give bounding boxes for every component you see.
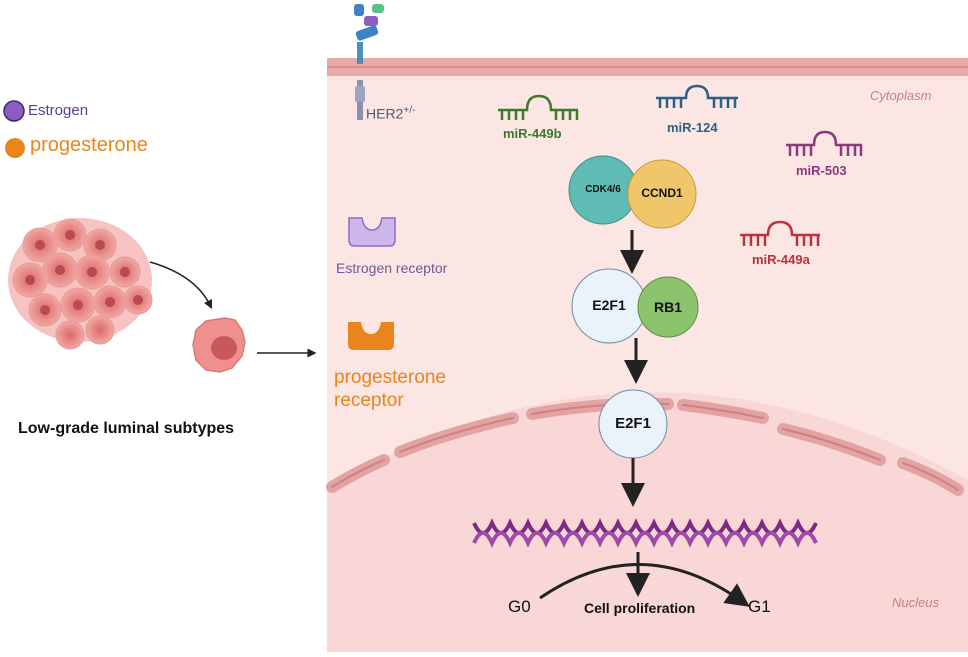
ccnd1-node — [627, 159, 697, 229]
cell-cycle-arc — [539, 563, 750, 607]
her2-name: HER2 — [366, 105, 404, 122]
dna-helix-icon — [472, 518, 818, 548]
progesterone-legend-label: progesterone — [30, 134, 148, 156]
mir-124-label: miR-124 — [667, 120, 718, 135]
mir-449a-icon — [740, 220, 820, 246]
ccnd1-label: CCND1 — [641, 186, 683, 200]
arrow-cluster-to-cell — [149, 261, 213, 310]
her2-label: HER2+/- — [366, 105, 415, 122]
e2f1-complex-label: E2F1 — [592, 297, 626, 313]
mir-503-icon — [786, 130, 863, 156]
her2-receptor-icon — [354, 4, 384, 120]
single-tumor-cell-icon — [192, 317, 246, 373]
estrogen-legend-label: Estrogen — [28, 102, 89, 119]
her2-status: +/- — [403, 105, 416, 116]
mir-503-label: miR-503 — [796, 163, 847, 178]
e2f1-free-label: E2F1 — [615, 415, 651, 432]
progesterone-legend-icon — [5, 138, 25, 158]
progesterone-receptor-icon — [348, 322, 394, 350]
g1-label: G1 — [748, 597, 771, 616]
rb1-node — [637, 276, 699, 338]
mir-449a-label: miR-449a — [752, 252, 810, 267]
cdk46-label: CDK4/6 — [585, 184, 621, 195]
mir-449b-label: miR-449b — [503, 126, 562, 141]
progesterone-receptor-label: progesterone receptor — [334, 367, 446, 411]
subtype-label: Low-grade luminal subtypes — [18, 420, 235, 437]
estrogen-receptor-label: Estrogen receptor — [336, 260, 448, 276]
g0-label: G0 — [508, 597, 531, 616]
estrogen-legend-icon — [3, 100, 25, 122]
cytoplasm-label: Cytoplasm — [870, 88, 932, 103]
rb1-label: RB1 — [653, 299, 682, 315]
nucleus-label: Nucleus — [892, 595, 939, 610]
mir-124-icon — [656, 84, 738, 108]
cell-proliferation-label: Cell proliferation — [584, 600, 696, 616]
nucleus-region — [327, 392, 968, 652]
mir-449b-icon — [498, 94, 579, 120]
estrogen-receptor-icon — [348, 217, 396, 247]
tumor-cluster-icon — [8, 218, 153, 350]
